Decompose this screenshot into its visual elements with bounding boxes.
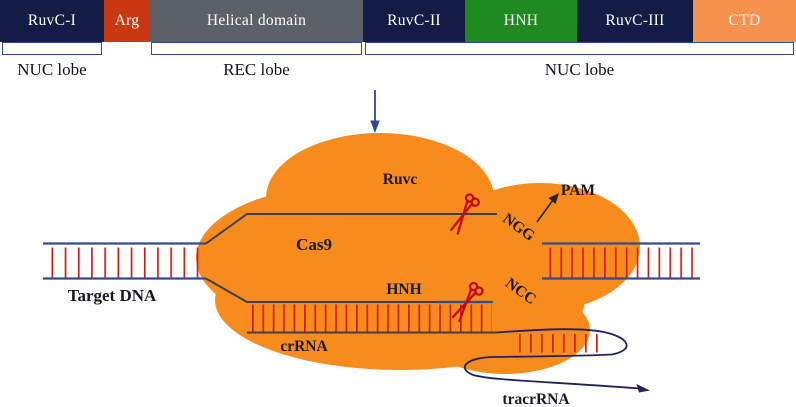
lobe-label-nuc-left: NUC lobe — [17, 60, 87, 79]
lobe-label-rec: REC lobe — [223, 60, 290, 79]
label-cas9: Cas9 — [296, 235, 332, 254]
base-pairs-crrna — [251, 304, 492, 332]
scissors-icon-hnh — [451, 281, 484, 323]
tracrrna-strand — [463, 328, 650, 393]
domain-segment-hnh: HNH — [465, 0, 577, 42]
crrna-strand — [247, 304, 497, 334]
lobe-label-nuc-right: NUC lobe — [544, 60, 615, 79]
base-pairs-right — [548, 247, 697, 278]
scissors-icon-ruvc — [450, 193, 480, 235]
label-tracrrna: tracrRNA — [502, 391, 570, 407]
domain-segment-ruvc-ii: RuvC-II — [363, 0, 465, 42]
domain-bar: RuvC-I Arg Helical domain RuvC-II HNH Ru… — [0, 0, 796, 42]
tracrrna-arrowhead-icon — [636, 384, 650, 393]
lobe-bracket-rec — [151, 42, 362, 55]
label-hnh-domain: HNH — [386, 281, 421, 298]
pam-arrow-icon — [536, 193, 559, 223]
lobe-bracket-nuc-left — [2, 42, 102, 55]
base-pairs-tracrrna — [518, 334, 605, 353]
base-pairs-left — [51, 247, 200, 278]
target-dna-right-duplex — [542, 242, 700, 280]
domain-segment-helical: Helical domain — [150, 0, 363, 42]
target-dna-left-duplex — [43, 242, 206, 280]
down-arrow-icon — [370, 90, 380, 133]
domain-segment-ctd: CTD — [693, 0, 796, 42]
domain-segment-ruvc-iii: RuvC-III — [577, 0, 693, 42]
label-target-dna: Target DNA — [68, 286, 157, 305]
label-pam: PAM — [561, 182, 596, 199]
domain-segment-ruvc-i: RuvC-I — [0, 0, 104, 42]
domain-segment-arg: Arg — [104, 0, 150, 42]
lobe-bracket-nuc-right — [365, 42, 794, 55]
label-ruvc-domain: Ruvc — [383, 171, 418, 188]
cas9-protein-body — [196, 133, 640, 374]
unwound-dna-strands — [205, 213, 497, 304]
label-crrna: crRNA — [280, 338, 328, 355]
